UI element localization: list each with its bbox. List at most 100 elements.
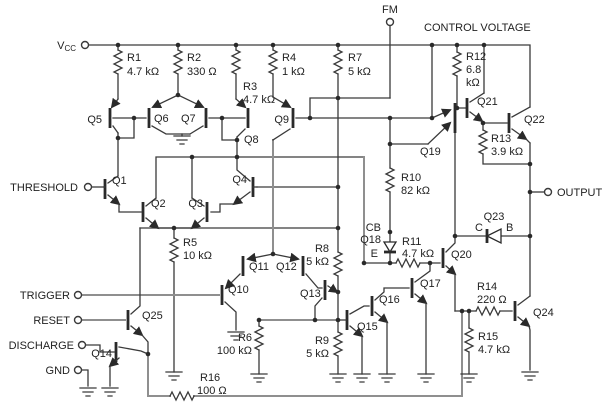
- r1-value: 4.7 kΩ: [127, 66, 159, 78]
- r5-name: R5: [183, 237, 197, 249]
- transistor-q1: Q1: [103, 175, 142, 213]
- transistor-q10: Q10: [220, 273, 249, 331]
- r7-name: R7: [348, 52, 362, 64]
- r15-value: 4.7 kΩ: [478, 344, 510, 356]
- r10-name: R10: [401, 172, 421, 184]
- r14-value: 220 Ω: [477, 294, 507, 306]
- output-label: OUTPUT: [557, 187, 603, 199]
- resistor-r14: R14 220 Ω: [475, 281, 507, 316]
- q5-label: Q5: [87, 114, 102, 126]
- q1-label: Q1: [112, 175, 127, 187]
- q16-label: Q16: [379, 294, 400, 306]
- q10-label: Q10: [228, 284, 249, 296]
- terminal-threshold: THRESHOLD: [10, 182, 93, 194]
- r10-value: 82 kΩ: [401, 185, 430, 197]
- r8-value: 5 kΩ: [306, 256, 329, 268]
- q14-label: Q14: [91, 348, 112, 360]
- r6-value: 100 kΩ: [217, 345, 252, 357]
- fm-pin-circle: [385, 17, 395, 27]
- q20-label: Q20: [451, 249, 472, 261]
- resistor-r10: R10 82 kΩ: [385, 167, 430, 197]
- r8-name: R8: [315, 243, 329, 255]
- vcc-label: VCC: [57, 40, 76, 53]
- gnd-pin-circle: [73, 365, 83, 375]
- r4-value: 1 kΩ: [282, 66, 305, 78]
- transistor-q16: Q16: [370, 287, 410, 375]
- resistor-r2: R2 330 Ω: [173, 49, 217, 78]
- discharge-label: DISCHARGE: [9, 340, 74, 352]
- q18-label: Q18: [360, 234, 381, 246]
- resistor-r1: R1 4.7 kΩ: [113, 49, 159, 78]
- q18-cb-label: CB: [366, 222, 381, 234]
- r11-value: 4.7 kΩ: [402, 248, 434, 260]
- transistor-q3: Q3: [173, 197, 209, 230]
- q7-label: Q7: [181, 113, 196, 125]
- r5-value: 10 kΩ: [183, 250, 212, 262]
- resistor-r15: R15 4.7 kΩ: [464, 327, 510, 356]
- q23-b-label: B: [506, 222, 513, 234]
- r11-name: R11: [402, 236, 421, 248]
- transistor-q18-diode: CB Q18 E: [360, 222, 398, 260]
- transistor-q17: Q17: [410, 262, 441, 375]
- q25-label: Q25: [142, 310, 163, 322]
- resistor-r4: R4 1 kΩ: [268, 49, 305, 78]
- resistor-r6: R6 100 kΩ: [217, 325, 264, 357]
- r12-name: R12: [466, 51, 486, 63]
- terminal-vcc: VCC: [57, 40, 90, 53]
- resistor-r7: R7 5 kΩ: [333, 49, 371, 78]
- r13-value: 3.9 kΩ: [491, 146, 523, 158]
- r2-name: R2: [187, 52, 201, 64]
- output-pin-circle: [543, 187, 553, 197]
- resistor-r13: R13 3.9 kΩ: [478, 129, 523, 158]
- vcc-pin-circle: [80, 40, 90, 50]
- resistor-r5: R5 10 kΩ: [169, 237, 212, 263]
- q23-c-label: C: [475, 222, 483, 234]
- r9-name: R9: [315, 335, 329, 347]
- q6-label: Q6: [154, 113, 169, 125]
- q2-label: Q2: [151, 198, 166, 210]
- transistor-q11: Q11: [241, 252, 274, 276]
- q3-label: Q3: [188, 198, 203, 210]
- transistor-q23-diode: Q23 C B: [475, 211, 513, 245]
- q8-label: Q8: [244, 134, 259, 146]
- bus-wires: [81, 139, 463, 397]
- q15-label: Q15: [357, 321, 378, 333]
- control-voltage-label: CONTROL VOLTAGE: [424, 22, 531, 34]
- reset-pin-circle: [73, 315, 83, 325]
- r6-name: R6: [238, 332, 252, 344]
- transistor-q5: Q5: [87, 97, 121, 134]
- transistor-q22: Q22: [507, 106, 545, 144]
- q9-label: Q9: [274, 114, 289, 126]
- reset-label: RESET: [33, 315, 70, 327]
- r2-value: 330 Ω: [187, 66, 217, 78]
- transistor-q14: Q14: [91, 342, 149, 387]
- q13-label: Q13: [300, 288, 321, 300]
- trigger-pin-circle: [73, 290, 83, 300]
- gnd-label: GND: [46, 365, 71, 377]
- q21-label: Q21: [477, 96, 498, 108]
- transistor-q25: Q25: [126, 227, 163, 355]
- q4-label: Q4: [232, 174, 247, 186]
- transistor-q8: Q8: [235, 98, 259, 146]
- terminal-output: OUTPUT: [543, 187, 603, 199]
- resistor-r9: R9 5 kΩ: [306, 331, 343, 360]
- transistor-q12: Q12: [272, 252, 323, 289]
- terminal-gnd: GND: [46, 365, 83, 377]
- q19-label: Q19: [420, 146, 441, 158]
- resistor-r11: R11 4.7 kΩ: [395, 236, 434, 268]
- q17-label: Q17: [420, 278, 441, 290]
- resistor-r3: R3 4.7 kΩ: [231, 49, 275, 106]
- terminal-trigger: TRIGGER: [20, 290, 83, 302]
- threshold-label: THRESHOLD: [10, 182, 78, 194]
- transistor-q15: Q15: [337, 305, 378, 375]
- transistor-q13: Q13: [300, 280, 339, 321]
- discharge-pin-circle: [77, 340, 87, 350]
- r15-name: R15: [478, 331, 498, 343]
- transistor-q21: Q21: [465, 92, 498, 124]
- r13-name: R13: [491, 133, 511, 145]
- terminal-fm: FM: [382, 4, 398, 27]
- terminal-reset: RESET: [33, 315, 83, 327]
- resistor-r8: R8 5 kΩ: [306, 243, 343, 277]
